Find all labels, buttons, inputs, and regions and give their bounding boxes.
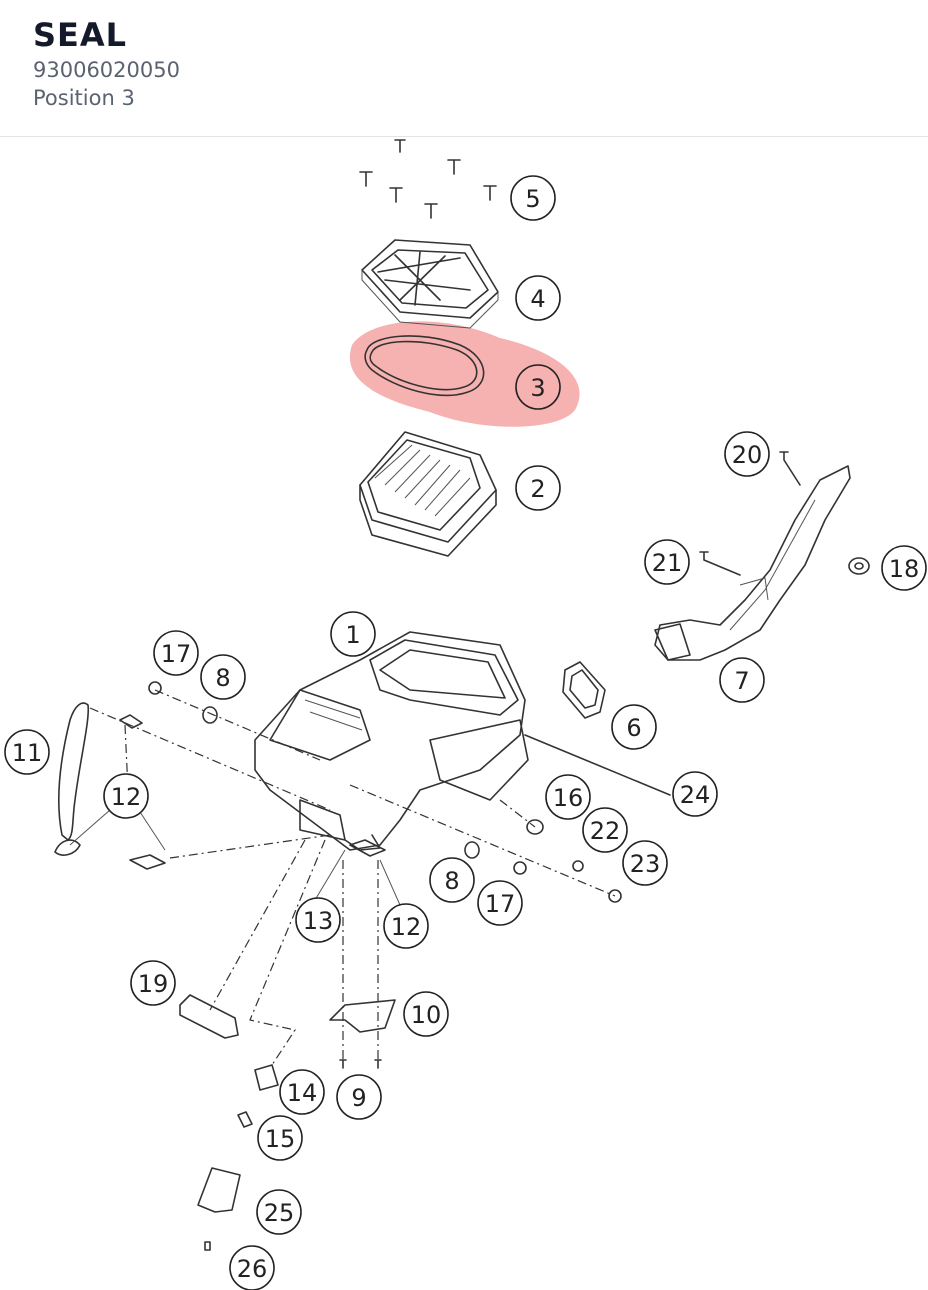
callout-13[interactable]: 13 <box>295 897 341 943</box>
callout-7[interactable]: 7 <box>719 657 765 703</box>
svg-text:26: 26 <box>237 1255 268 1283</box>
diagram-canvas: 1 2 3 4 5 6 7 8 8 9 10 11 12 12 13 14 15… <box>4 139 927 1290</box>
part-2-filter[interactable] <box>359 431 497 557</box>
part-position: Position 3 <box>33 86 135 110</box>
part-25-bracket[interactable] <box>197 1167 241 1213</box>
callout-2[interactable]: 2 <box>515 465 561 511</box>
svg-text:7: 7 <box>734 667 749 695</box>
svg-text:8: 8 <box>444 867 459 895</box>
part-number: 93006020050 <box>33 58 180 82</box>
callout-20[interactable]: 20 <box>724 431 770 477</box>
callout-17-lower[interactable]: 17 <box>477 880 523 926</box>
svg-text:12: 12 <box>111 783 142 811</box>
highlight-region <box>349 321 580 427</box>
part-9-screws[interactable] <box>339 1059 382 1069</box>
part-3-seal[interactable] <box>364 335 485 397</box>
callout-26[interactable]: 26 <box>229 1245 275 1290</box>
svg-text:3: 3 <box>530 374 545 402</box>
part-7-intake-duct[interactable] <box>654 465 851 661</box>
part-10-bracket[interactable] <box>329 999 396 1033</box>
part-11-hose[interactable] <box>57 702 90 841</box>
callout-9[interactable]: 9 <box>336 1074 382 1120</box>
callout-6[interactable]: 6 <box>611 704 657 750</box>
callout-12-left[interactable]: 12 <box>103 773 149 819</box>
svg-text:14: 14 <box>287 1079 318 1107</box>
callout-23[interactable]: 23 <box>622 840 668 886</box>
callout-5[interactable]: 5 <box>510 175 556 221</box>
svg-text:18: 18 <box>889 555 920 583</box>
svg-text:10: 10 <box>411 1001 442 1029</box>
svg-text:1: 1 <box>345 621 360 649</box>
callout-4[interactable]: 4 <box>515 275 561 321</box>
part-6-grommet[interactable] <box>562 661 606 719</box>
svg-text:5: 5 <box>525 185 540 213</box>
part-16-nut[interactable] <box>526 819 544 835</box>
svg-text:12: 12 <box>391 913 422 941</box>
svg-text:2: 2 <box>530 475 545 503</box>
svg-text:6: 6 <box>626 714 641 742</box>
part-14-connector[interactable] <box>254 1064 279 1091</box>
svg-text:9: 9 <box>351 1084 366 1112</box>
part-15-clip[interactable] <box>237 1111 253 1128</box>
svg-text:17: 17 <box>485 890 516 918</box>
svg-text:22: 22 <box>590 817 621 845</box>
svg-text:11: 11 <box>12 739 43 767</box>
part-17-bolts[interactable] <box>148 681 527 875</box>
svg-text:19: 19 <box>138 970 169 998</box>
part-19-sensor[interactable] <box>179 994 239 1039</box>
callout-19[interactable]: 19 <box>130 960 176 1006</box>
svg-text:17: 17 <box>161 640 192 668</box>
svg-text:4: 4 <box>530 285 545 313</box>
callout-3-selected[interactable]: 3 <box>515 364 561 410</box>
callout-25[interactable]: 25 <box>256 1189 302 1235</box>
callout-21[interactable]: 21 <box>644 539 690 585</box>
callout-8-upper[interactable]: 8 <box>200 654 246 700</box>
callout-24[interactable]: 24 <box>672 771 718 817</box>
callout-8-lower[interactable]: 8 <box>429 857 475 903</box>
callout-18[interactable]: 18 <box>881 545 927 591</box>
svg-text:8: 8 <box>215 664 230 692</box>
part-8-washers[interactable] <box>202 706 480 859</box>
part-18-grommet[interactable] <box>848 557 870 575</box>
callout-22[interactable]: 22 <box>582 807 628 853</box>
svg-text:24: 24 <box>680 781 711 809</box>
svg-text:23: 23 <box>630 850 661 878</box>
svg-text:21: 21 <box>652 549 683 577</box>
part-26-pin[interactable] <box>204 1241 211 1251</box>
svg-text:15: 15 <box>265 1125 296 1153</box>
part-24-bracket[interactable] <box>524 734 671 796</box>
part-20-screw[interactable] <box>779 451 801 486</box>
callout-12-right[interactable]: 12 <box>383 903 429 949</box>
part-23-screw[interactable] <box>608 889 622 903</box>
svg-text:16: 16 <box>553 784 584 812</box>
exploded-parts-diagram[interactable]: 1 2 3 4 5 6 7 8 8 9 10 11 12 12 13 14 15… <box>0 138 928 1290</box>
callout-15[interactable]: 15 <box>257 1115 303 1161</box>
callout-14[interactable]: 14 <box>279 1069 325 1115</box>
part-title: SEAL <box>33 16 128 54</box>
svg-text:20: 20 <box>732 441 763 469</box>
part-4-cover[interactable] <box>361 239 499 329</box>
part-5-screws[interactable] <box>359 139 497 219</box>
callout-11[interactable]: 11 <box>4 729 50 775</box>
assembly-lines <box>89 689 616 1066</box>
callout-1[interactable]: 1 <box>330 611 376 657</box>
part-header: SEAL 93006020050 Position 3 <box>0 0 928 137</box>
part-21-screw[interactable] <box>699 551 741 576</box>
callout-10[interactable]: 10 <box>403 991 449 1037</box>
part-12-clips[interactable] <box>54 714 386 870</box>
leader-lines <box>69 809 401 906</box>
svg-text:13: 13 <box>303 907 334 935</box>
callout-16[interactable]: 16 <box>545 774 591 820</box>
part-1-airbox[interactable] <box>254 631 529 851</box>
part-22-washer[interactable] <box>572 860 584 872</box>
callout-17-upper[interactable]: 17 <box>153 630 199 676</box>
svg-text:25: 25 <box>264 1199 295 1227</box>
